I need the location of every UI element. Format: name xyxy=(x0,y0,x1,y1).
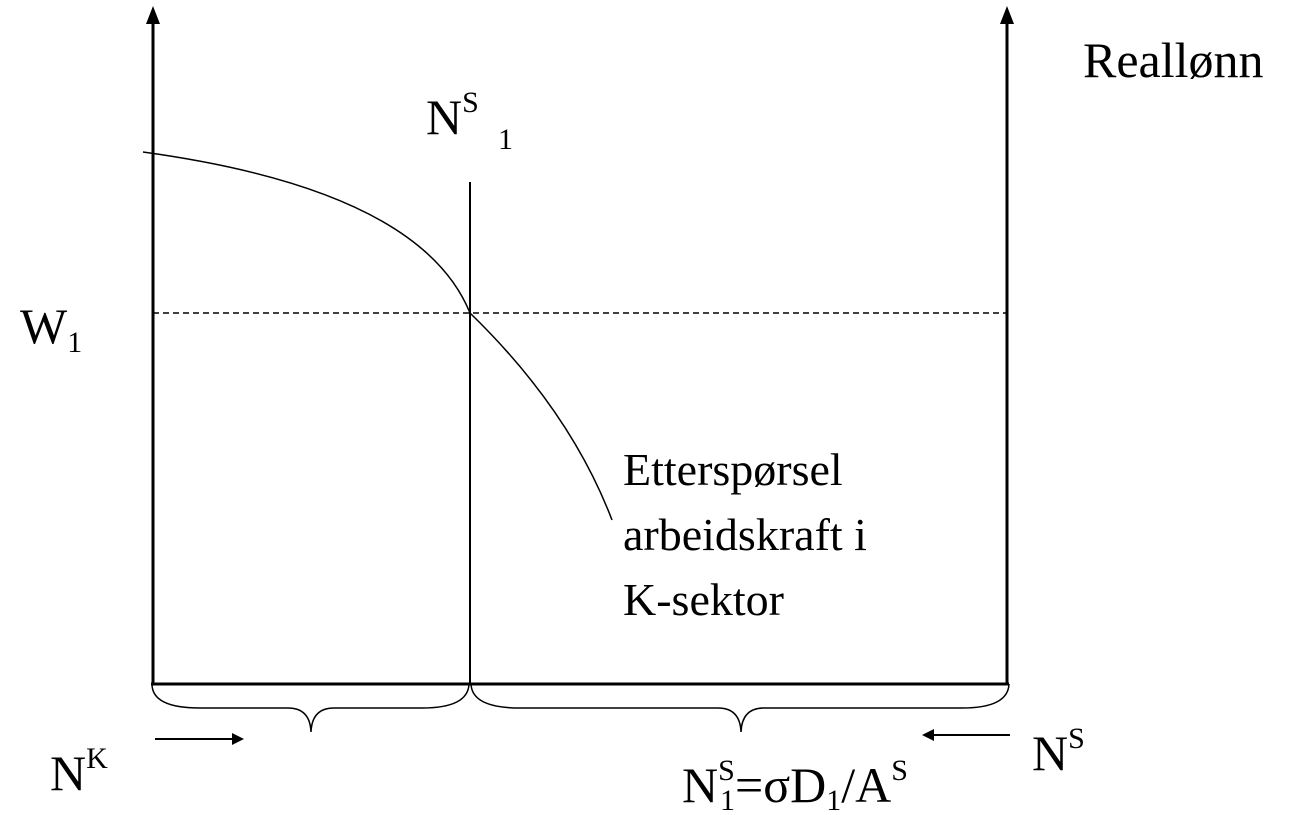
formula-n-sub: 1 xyxy=(720,784,735,815)
supply-line-label-sub: 1 xyxy=(498,123,513,156)
formula-a-sup: S xyxy=(891,754,908,787)
formula-eq: =σD xyxy=(735,757,826,813)
supply-line-label: NS1 xyxy=(426,86,513,156)
right-brace xyxy=(470,683,1010,733)
demand-curve-label-line3: K-sektor xyxy=(623,574,784,625)
right-origin-label-main: N xyxy=(1032,725,1068,781)
formula-n-sup: S xyxy=(718,754,735,787)
left-origin-label-main: N xyxy=(50,745,86,801)
wage-level-label-main: W xyxy=(20,298,68,354)
wage-level-label-sub: 1 xyxy=(67,326,82,359)
formula-slash: /A xyxy=(841,757,891,813)
supply-line-label-sup: S xyxy=(462,86,479,119)
demand-curve xyxy=(142,151,613,521)
right-axis-arrowhead xyxy=(1000,6,1014,24)
left-axis-arrowhead xyxy=(146,6,160,24)
wage-level-label: W1 xyxy=(20,298,82,359)
right-origin-label-sup: S xyxy=(1068,722,1085,755)
left-origin-label-sup: K xyxy=(86,742,108,775)
demand-curve-label-line2: arbeidskraft i xyxy=(623,509,867,560)
formula-n: N xyxy=(682,757,718,813)
axis-right-title: Reallønn xyxy=(1083,32,1264,88)
left-brace xyxy=(151,683,470,733)
left-origin-label: NK xyxy=(50,742,108,801)
demand-curve-label-line1: Etterspørsel xyxy=(623,444,843,495)
right-origin-label: NS xyxy=(1032,722,1085,781)
formula-d-sub: 1 xyxy=(826,784,841,815)
supply-line-label-main: N xyxy=(426,89,462,145)
